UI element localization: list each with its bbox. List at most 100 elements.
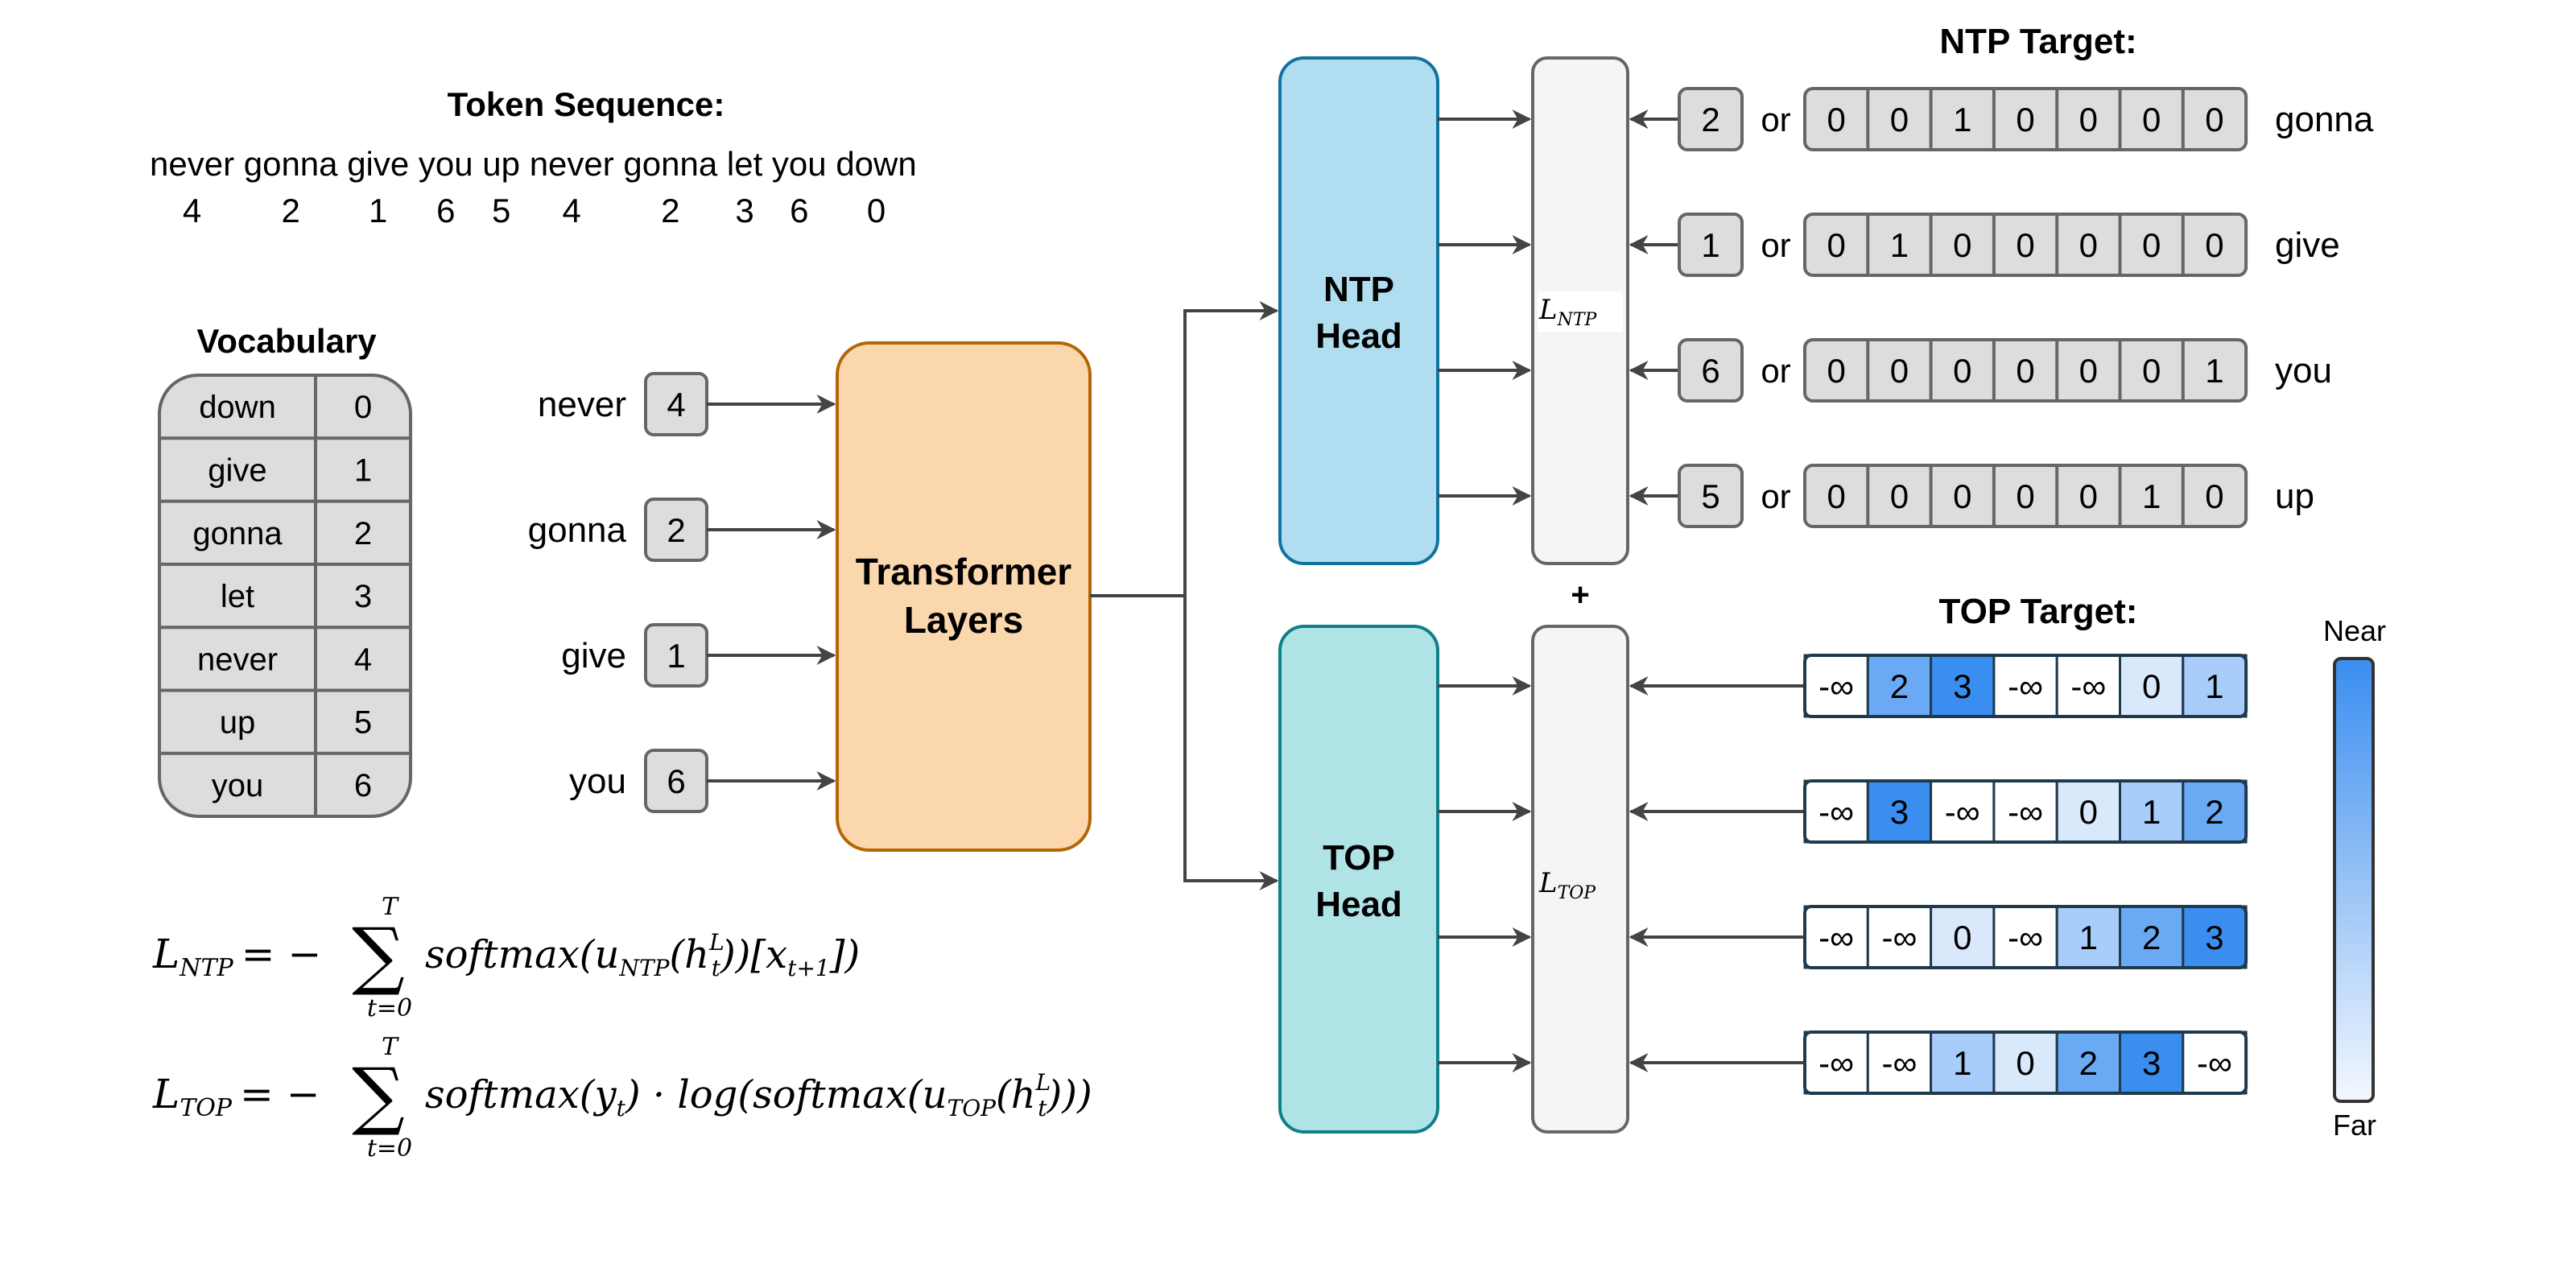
token-sequence-word: gonna — [614, 145, 718, 183]
top-target-title: TOP Target: — [1939, 592, 2138, 631]
transformer-box — [836, 341, 1092, 852]
top-target-cell: 3 — [2142, 1044, 2161, 1082]
top-loss-equation: LTOP= − ∑ T t=0 softmax(yt) · log(softma… — [152, 1033, 1092, 1163]
ntp-loss-label-bg — [1538, 291, 1623, 332]
top-target-cell: 2 — [1890, 667, 1909, 705]
vocabulary-id: 1 — [354, 452, 372, 488]
top-target-cell: 0 — [1953, 919, 1971, 956]
top-target-cell-bg — [2119, 779, 2185, 844]
vocabulary-word: gonna — [192, 516, 283, 551]
ntp-target-word: up — [2275, 477, 2314, 516]
token-sequence-word: give — [338, 145, 410, 183]
top-eq-lhs: LTOP= − — [152, 1071, 320, 1122]
ntp-onehot-cell: 0 — [2205, 101, 2223, 138]
ntp-onehot-cell: 0 — [1890, 101, 1909, 138]
token-sequence-id: 5 — [492, 192, 510, 229]
scale-far-label: Far — [2333, 1109, 2376, 1142]
ntp-onehot-cell: 0 — [2142, 101, 2161, 138]
plus-sign: + — [1571, 577, 1589, 613]
ntp-head-label-line1: NTP — [1323, 270, 1394, 309]
ntp-onehot-cell: 1 — [1890, 226, 1909, 264]
ntp-onehot-cell: 0 — [2079, 477, 2098, 515]
ntp-target-or: or — [1761, 352, 1790, 390]
token-sequence-word: up — [473, 145, 520, 183]
vocabulary-id: 0 — [354, 390, 372, 425]
ntp-target-title: NTP Target: — [1939, 22, 2136, 61]
top-target-cell: 1 — [2079, 919, 2098, 956]
top-target-outline — [1803, 1030, 2248, 1095]
ntp-onehot-box — [1803, 213, 2248, 277]
token-sequence-word: you — [409, 145, 473, 183]
ntp-onehot-cell: 0 — [2016, 226, 2034, 264]
ntp-head: NTP Head — [1278, 56, 1439, 565]
input-token-id: 4 — [667, 386, 685, 423]
token-sequence-id: 6 — [790, 192, 808, 229]
top-head-label-line2: Head — [1315, 885, 1402, 924]
ntp-head-label-line2: Head — [1315, 316, 1402, 356]
ntp-onehot-cell: 0 — [2205, 226, 2223, 264]
top-target-cell: -∞ — [1881, 1044, 1917, 1082]
top-target-cell: 1 — [2205, 667, 2223, 705]
vocabulary-id: 6 — [354, 768, 372, 803]
ntp-target-id: 5 — [1701, 477, 1719, 515]
token-sequence-word: never — [520, 145, 614, 183]
vocabulary-gridlines — [159, 375, 411, 817]
ntp-onehot-cell: 1 — [1953, 101, 1971, 138]
top-eq-sum-top: T — [382, 1033, 399, 1061]
top-target-cell: -∞ — [2008, 793, 2043, 831]
transformer-layers: Transformer Layers — [836, 341, 1092, 852]
input-token-id: 2 — [667, 511, 685, 549]
ntp-onehot-cell: 0 — [1953, 226, 1971, 264]
ntp-eq-sum-bottom: t=0 — [367, 994, 412, 1022]
token-sequence-id: 1 — [369, 192, 387, 229]
top-target-cell: -∞ — [2197, 1044, 2232, 1082]
ntp-eq-sum-top: T — [382, 893, 399, 921]
top-head: TOP Head — [1278, 625, 1439, 1134]
vocabulary-id: 2 — [354, 516, 372, 551]
ntp-onehot-cell: 0 — [1827, 226, 1845, 264]
top-target-cell: 1 — [2142, 793, 2161, 831]
top-target-cell: -∞ — [1881, 919, 1917, 956]
token-sequence-word: you — [762, 145, 826, 183]
token-sequence: Token Sequence: never gonna give you up … — [150, 85, 917, 229]
top-loss-label: LTOP — [1538, 867, 1596, 903]
top-target-cell: -∞ — [1945, 793, 1980, 831]
input-token-id: 6 — [667, 762, 685, 800]
vocabulary-row: gonna 2 — [192, 516, 372, 551]
ntp-head-box — [1278, 56, 1439, 565]
top-target-cell: 3 — [1890, 793, 1909, 831]
ntp-onehot-cell: 0 — [2205, 477, 2223, 515]
vocabulary-word: up — [220, 705, 256, 741]
ntp-target-id: 6 — [1701, 352, 1719, 390]
top-target-cell: 2 — [2205, 793, 2223, 831]
ntp-onehot-cell: 0 — [1890, 477, 1909, 515]
vocabulary-title: Vocabulary — [196, 322, 377, 360]
vocabulary-id: 5 — [354, 705, 372, 741]
transformer-label-line2: Layers — [904, 599, 1023, 641]
ntp-onehot-cell: 0 — [2016, 477, 2034, 515]
input-token-id: 1 — [667, 637, 685, 675]
vocabulary-table — [158, 374, 412, 818]
ntp-onehot-box — [1803, 464, 2248, 528]
token-sequence-word: down — [827, 145, 917, 183]
ntp-target-word: gonna — [2275, 100, 2374, 139]
top-target-cell: -∞ — [1818, 1044, 1854, 1082]
ntp-onehot-cell: 0 — [1827, 477, 1845, 515]
top-head-box — [1278, 625, 1439, 1134]
ntp-onehot-cell: 0 — [2079, 101, 2098, 138]
ntp-target-or: or — [1761, 226, 1790, 264]
ntp-target-word: you — [2275, 351, 2332, 390]
ntp-target-id: 1 — [1701, 226, 1719, 264]
scale-near-label: Near — [2323, 614, 2386, 647]
top-target-cell: 2 — [2142, 919, 2161, 956]
